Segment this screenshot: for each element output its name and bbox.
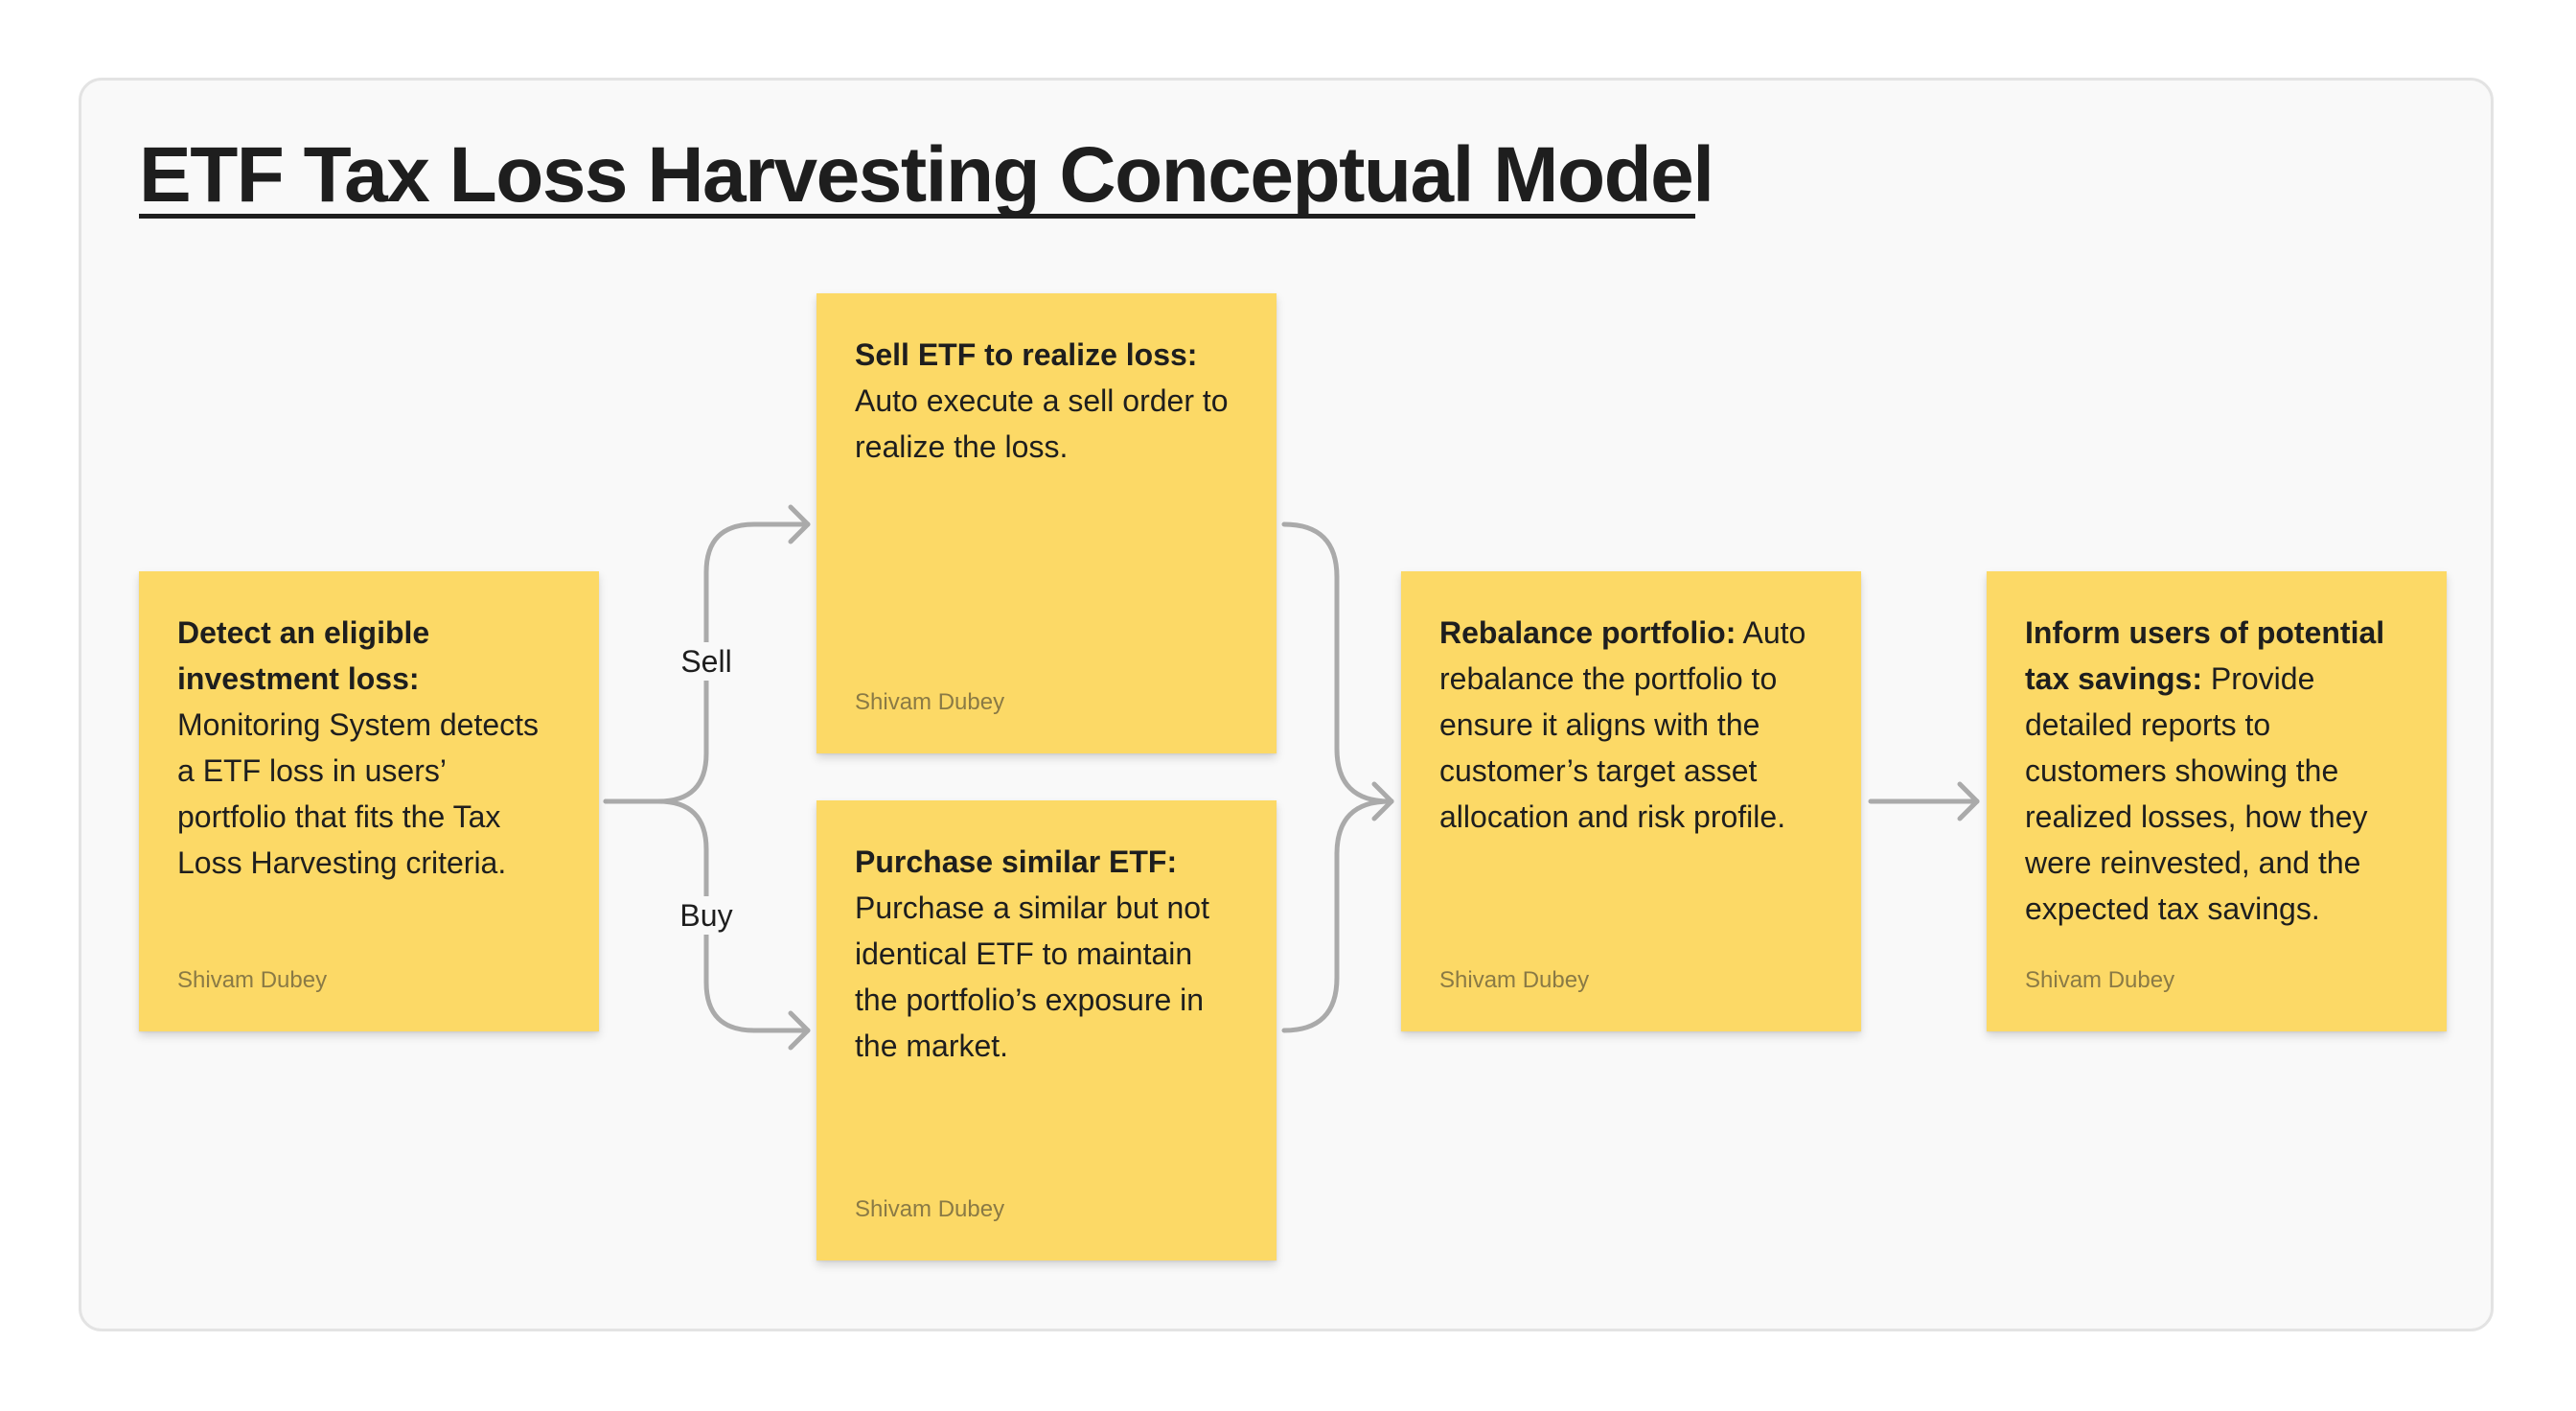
sticky-author: Shivam Dubey <box>855 689 1005 715</box>
title-underline <box>139 214 1695 219</box>
sticky-text: Sell ETF to realize loss: Auto execute a… <box>855 332 1238 470</box>
sticky-heading: Sell ETF to realize loss: <box>855 337 1198 372</box>
branch-label-sell: Sell <box>663 642 749 681</box>
sticky-note-sell-etf[interactable]: Sell ETF to realize loss: Auto execute a… <box>816 293 1276 753</box>
sticky-description: Auto execute a sell order to realize the… <box>855 383 1229 464</box>
page-title: ETF Tax Loss Harvesting Conceptual Model <box>139 131 1714 219</box>
sticky-note-rebalance-portfolio[interactable]: Rebalance portfolio: Auto rebalance the … <box>1401 571 1861 1031</box>
branch-label-buy: Buy <box>663 896 749 935</box>
sticky-text: Rebalance portfolio: Auto rebalance the … <box>1439 610 1823 840</box>
sticky-heading: Rebalance portfolio: <box>1439 615 1736 650</box>
sticky-heading: Detect an eligible investment loss: <box>177 615 430 696</box>
sticky-description: Provide detailed reports to customers sh… <box>2025 661 2368 926</box>
sticky-author: Shivam Dubey <box>855 1196 1005 1222</box>
sticky-note-purchase-etf[interactable]: Purchase similar ETF: Purchase a similar… <box>816 800 1276 1261</box>
sticky-author: Shivam Dubey <box>1439 967 1590 993</box>
sticky-note-inform-users[interactable]: Inform users of potential tax savings: P… <box>1987 571 2447 1031</box>
sticky-description: Auto rebalance the portfolio to ensure i… <box>1439 615 1806 834</box>
sticky-author: Shivam Dubey <box>2025 967 2175 993</box>
sticky-heading: Inform users of potential tax savings: <box>2025 615 2385 696</box>
sticky-text: Inform users of potential tax savings: P… <box>2025 610 2408 932</box>
sticky-heading: Purchase similar ETF: <box>855 844 1178 879</box>
sticky-description: Monitoring System detects a ETF loss in … <box>177 707 540 880</box>
sticky-text: Purchase similar ETF: Purchase a similar… <box>855 839 1238 1069</box>
sticky-note-detect-loss[interactable]: Detect an eligible investment loss: Moni… <box>139 571 599 1031</box>
sticky-description: Purchase a similar but not identical ETF… <box>855 891 1209 1063</box>
sticky-author: Shivam Dubey <box>177 967 328 993</box>
sticky-text: Detect an eligible investment loss: Moni… <box>177 610 561 886</box>
